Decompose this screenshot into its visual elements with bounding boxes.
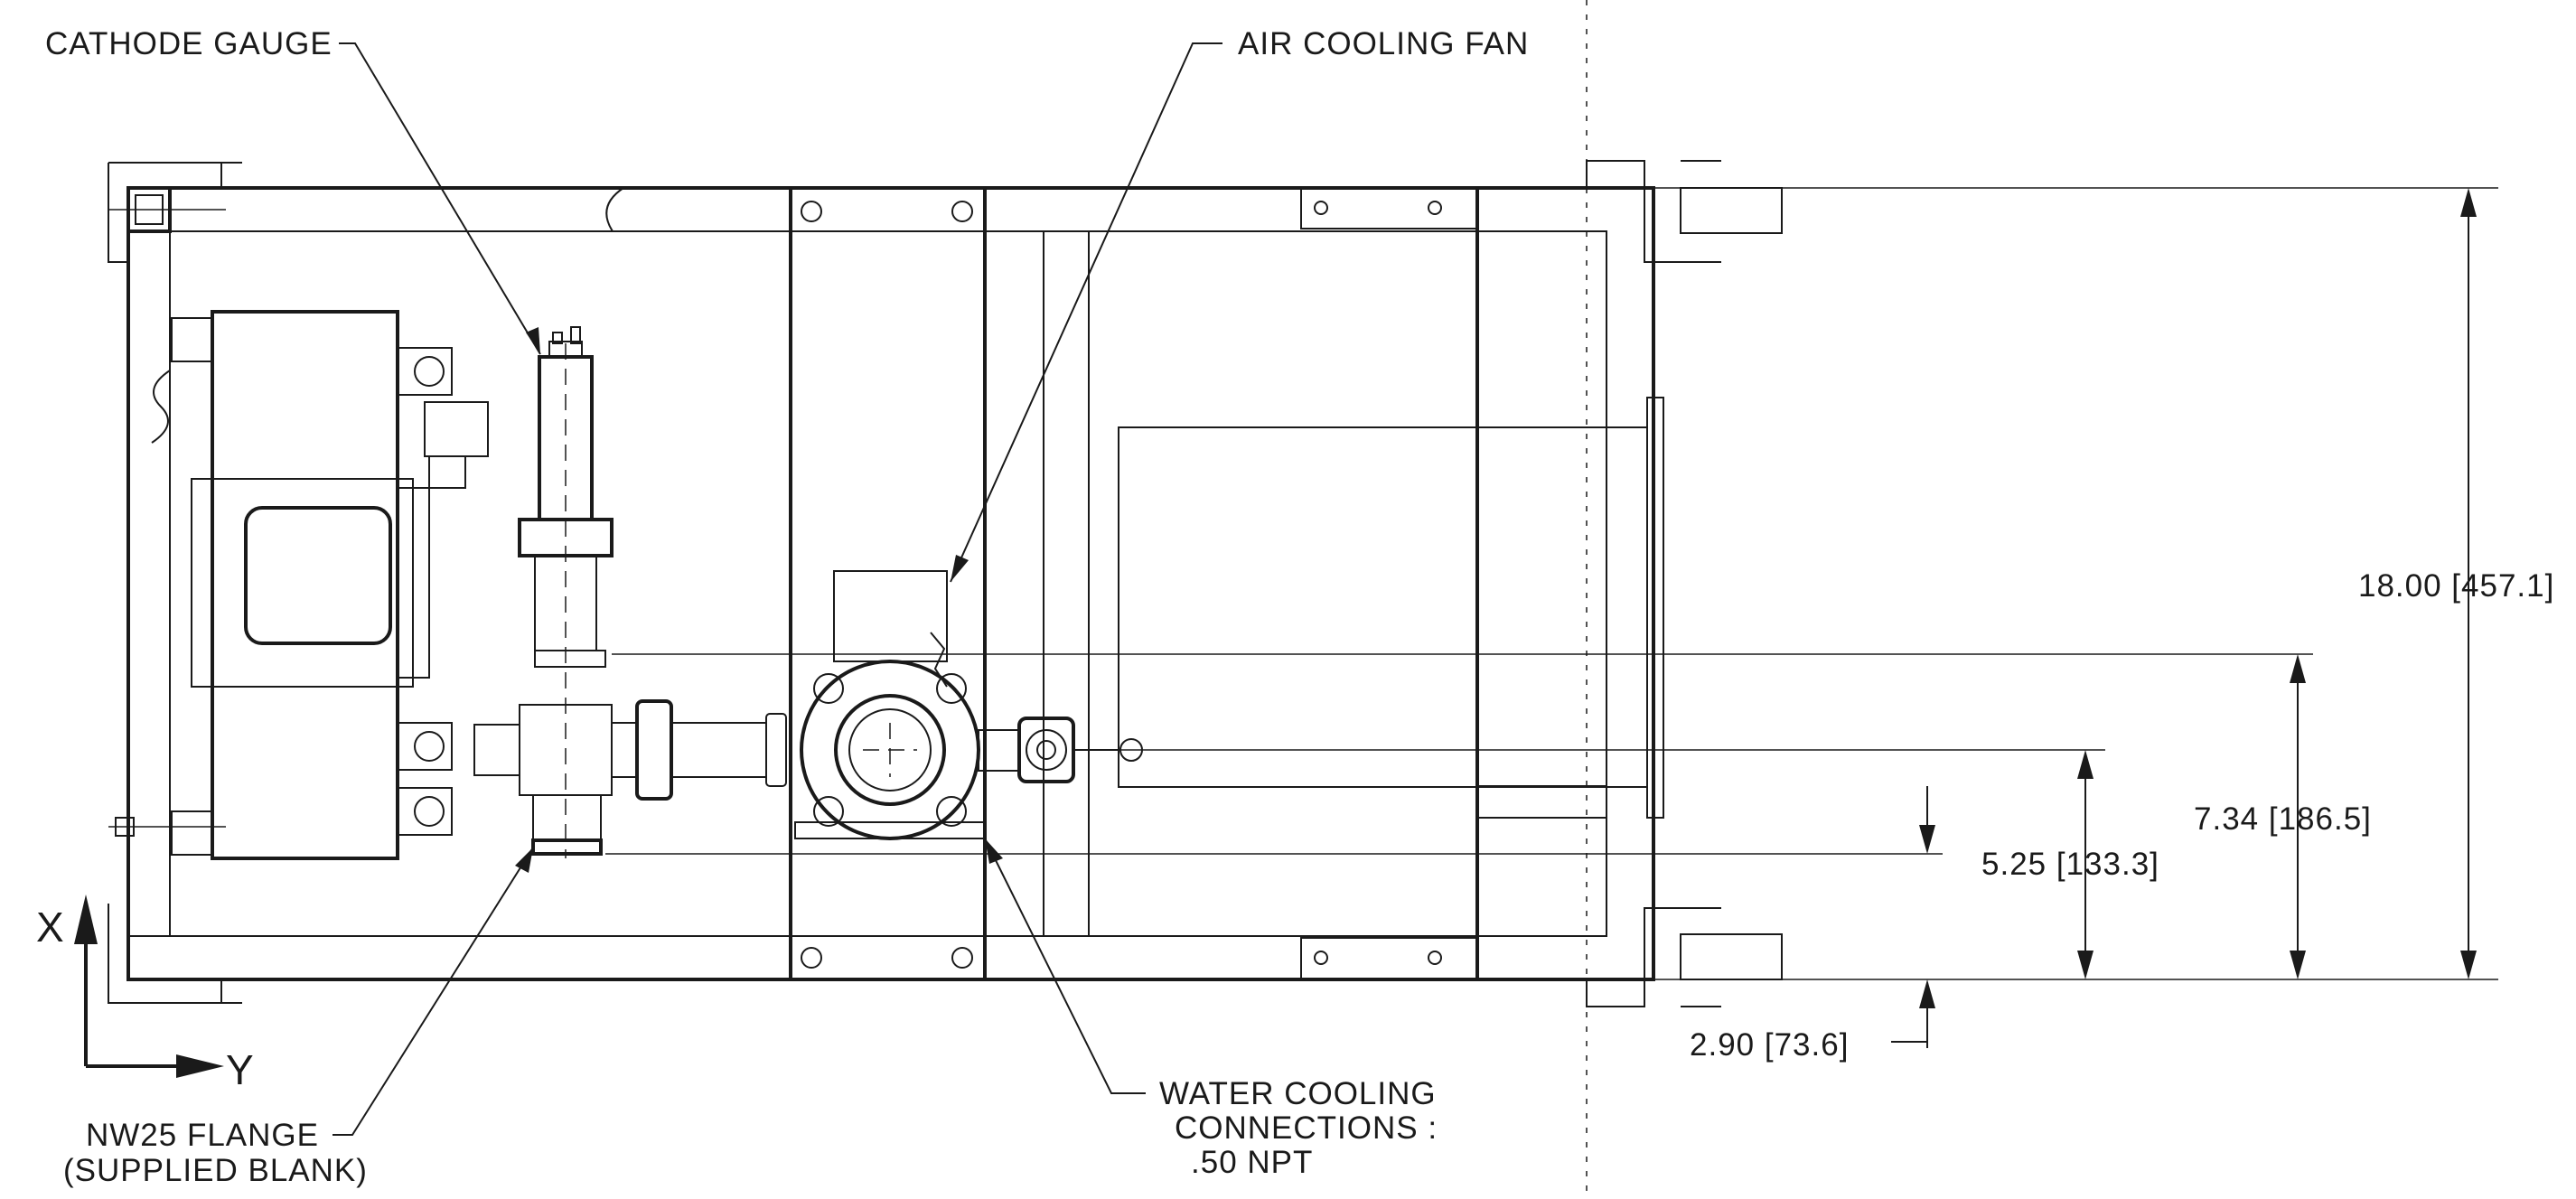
xy-axis-indicator <box>74 895 224 1078</box>
y-axis-label: Y <box>226 1046 254 1093</box>
x-axis-label: X <box>36 904 64 951</box>
water-cooling-sublabel: CONNECTIONS : <box>1175 1110 1438 1146</box>
dimension-port-offset-label: 5.25 [133.3] <box>1981 847 2159 882</box>
cathode-gauge-label: CATHODE GAUGE <box>45 26 333 61</box>
air-cooling-fan-assembly <box>794 570 1143 840</box>
dimension-fan-offset-label: 7.34 [186.5] <box>2194 801 2372 837</box>
dimension-overall-label: 18.00 [457.1] <box>2358 568 2554 604</box>
right-frame-members <box>985 187 1664 980</box>
air-cooling-fan-label: AIR COOLING FAN <box>1238 26 1529 61</box>
water-cooling-label: WATER COOLING <box>1159 1076 1437 1111</box>
leader-lines <box>333 42 1222 1136</box>
water-cooling-npt-label: .50 NPT <box>1191 1145 1313 1180</box>
mounting-brackets <box>108 160 1783 1007</box>
pump-magnet-assembly <box>171 310 489 860</box>
dimension-flange-offset-label: 2.90 [73.6] <box>1690 1027 1849 1063</box>
nw25-flange-label: NW25 FLANGE <box>86 1118 319 1153</box>
main-frame <box>126 186 1655 981</box>
nw25-flange-sublabel: (SUPPLIED BLANK) <box>63 1153 368 1188</box>
center-plate <box>789 186 987 981</box>
extension-lines <box>605 187 2498 980</box>
dimension-lines <box>1891 188 2477 1048</box>
cathode-gauge <box>473 326 787 858</box>
